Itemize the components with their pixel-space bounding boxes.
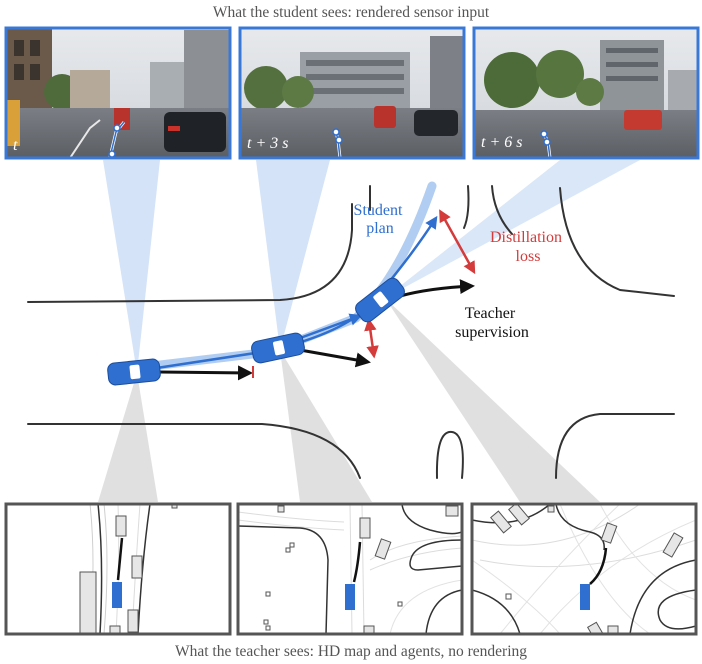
- ego-car-2: [251, 332, 305, 364]
- distillation-loss-label: Distillation loss: [490, 229, 566, 265]
- student-plan-line-2: plan: [366, 220, 394, 237]
- teacher-cone-3: [385, 298, 600, 502]
- ego-car-1: [107, 358, 161, 386]
- teacher-line-2: supervision: [455, 324, 529, 341]
- ego-car-3: [355, 277, 405, 323]
- bottom-caption: What the teacher sees: HD map and agents…: [175, 643, 527, 660]
- camera-time-label-2: t + 3 s: [247, 135, 288, 152]
- teacher-arrow-1: [159, 365, 253, 381]
- distillation-line-1: Distillation: [490, 229, 562, 246]
- road-edge-top-right-b: [463, 185, 470, 229]
- camera-frame-1: t: [4, 26, 232, 160]
- bev-panel-2: [236, 502, 464, 636]
- camera-time-label-1: t: [13, 137, 18, 154]
- road-edge-top: [27, 203, 353, 303]
- teacher-arrow-2: [299, 348, 371, 368]
- camera-frame-2: t + 3 s: [238, 26, 466, 160]
- student-plan-line-1: Student: [354, 202, 403, 219]
- teacher-supervision-label: Teacher supervision: [455, 305, 529, 341]
- teacher-arrow-3: [399, 279, 475, 298]
- top-caption: What the student sees: rendered sensor i…: [213, 4, 490, 21]
- student-plan-label: Student plan: [354, 202, 407, 237]
- camera-time-label-3: t + 6 s: [481, 134, 522, 151]
- road-map: [27, 185, 675, 479]
- teacher-cone-1: [98, 373, 158, 502]
- camera-frame-3: t + 6 s: [472, 26, 700, 160]
- teacher-cone-2: [280, 350, 372, 502]
- road-edge-bottom-right: [555, 413, 675, 479]
- bev-panel-1: [4, 502, 232, 636]
- distillation-arrow-2: [364, 318, 379, 359]
- road-edge-top-right-c: [491, 185, 513, 235]
- distillation-line-2: loss: [516, 248, 541, 265]
- teacher-line-1: Teacher: [465, 305, 516, 322]
- road-edge-bottom: [27, 423, 361, 479]
- bev-panel-3: [470, 502, 698, 636]
- distillation-arrow-3: [439, 209, 476, 275]
- road-edge-right: [559, 187, 675, 297]
- road-edge-bottom-u: [435, 430, 464, 479]
- sensor-cone-1: [103, 160, 160, 373]
- sensor-cone-2: [256, 160, 330, 350]
